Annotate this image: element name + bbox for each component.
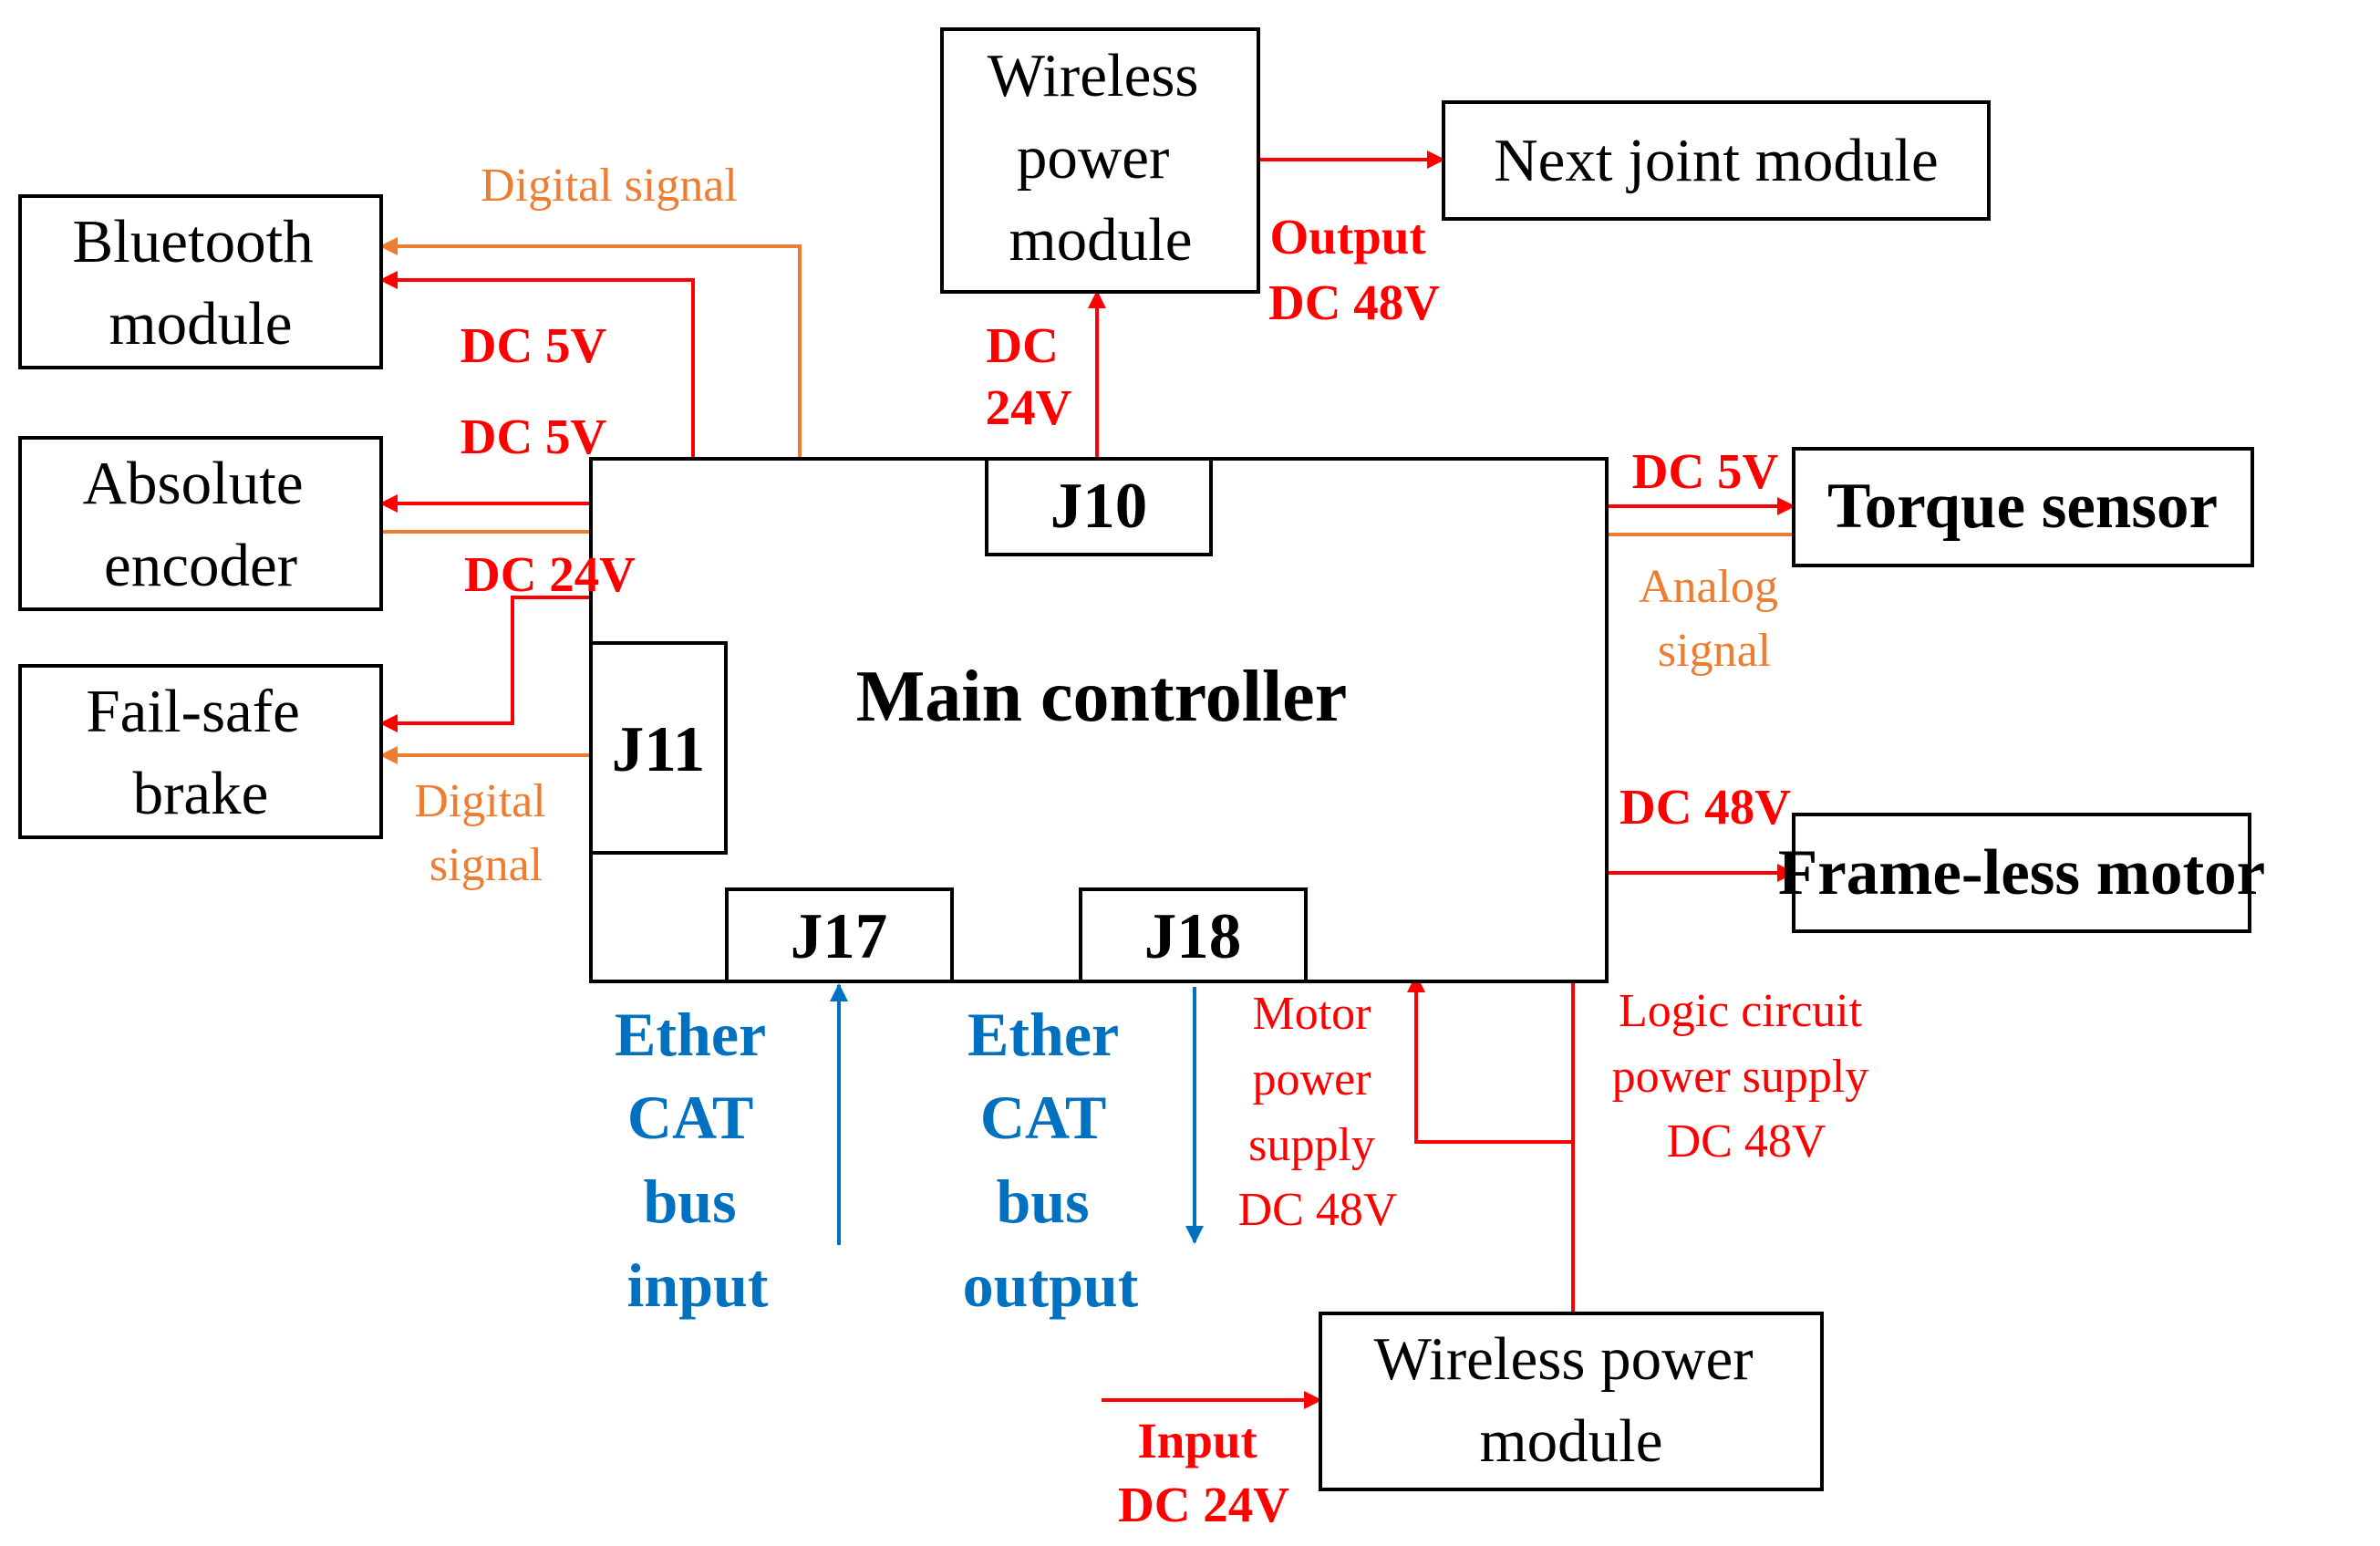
bluetooth-module-box	[18, 194, 383, 369]
motor-power-supply-label: Motor power supply DC 48V	[1238, 988, 1398, 1236]
next-joint-module-label: Next joint module	[1494, 127, 1939, 194]
wireless-power-module-top-box	[940, 27, 1260, 294]
j11-label: J11	[612, 714, 706, 785]
input-dc24v-label: Input DC 24V	[1118, 1413, 1289, 1532]
bluetooth-module-label: Bluetooth module	[72, 208, 328, 358]
j10-connector-box	[985, 457, 1213, 556]
dc24v-wireless-label: DC 24V	[986, 317, 1072, 435]
digital-signal-top-label: Digital signal	[481, 160, 738, 212]
dc24v-brake-label: DC 24V	[464, 546, 636, 602]
fail-safe-brake-label: Fail-safe brake	[86, 678, 315, 827]
dc48v-motor-label: DC 48V	[1619, 779, 1791, 835]
absolute-encoder-label: Absolute encoder	[83, 450, 319, 599]
wireless-power-module-top-label: Wireless power module	[988, 42, 1214, 274]
fail-safe-brake-box	[18, 664, 383, 839]
absolute-encoder-box	[18, 436, 383, 611]
wireless-power-module-bottom-label: Wireless power module	[1374, 1325, 1769, 1475]
j17-label: J17	[791, 901, 888, 972]
dc5v-torque-label: DC 5V	[1632, 443, 1779, 499]
output-dc48v-label: Output DC 48V	[1268, 209, 1440, 330]
motor-power-line	[1407, 974, 1573, 1144]
j17-connector-box	[725, 887, 954, 983]
frame-less-motor-box	[1792, 813, 2251, 933]
ethercat-output-label: Ether CAT bus output	[963, 1000, 1139, 1320]
j18-connector-box	[1079, 887, 1308, 983]
j11-connector-box	[589, 641, 728, 855]
dc5v-bluetooth-label: DC 5V	[460, 317, 607, 373]
next-joint-module-box	[1442, 100, 1991, 221]
digital-signal-brake-label: Digital signal	[414, 775, 557, 891]
wireless-power-module-bottom-box	[1319, 1312, 1824, 1491]
torque-sensor-box	[1792, 447, 2254, 567]
ethercat-input-label: Ether CAT bus input	[615, 1000, 781, 1320]
j18-label: J18	[1144, 901, 1242, 972]
j10-label: J10	[1050, 471, 1148, 542]
main-controller-label: Main controller	[856, 657, 1347, 737]
analog-signal-label: Analog signal	[1639, 561, 1790, 677]
frame-less-motor-label: Frame-less motor	[1778, 837, 2265, 908]
torque-sensor-label: Torque sensor	[1827, 471, 2218, 542]
dc5v-encoder-label: DC 5V	[460, 409, 607, 464]
logic-power-supply-label: Logic circuit power supply DC 48V	[1612, 985, 1881, 1167]
